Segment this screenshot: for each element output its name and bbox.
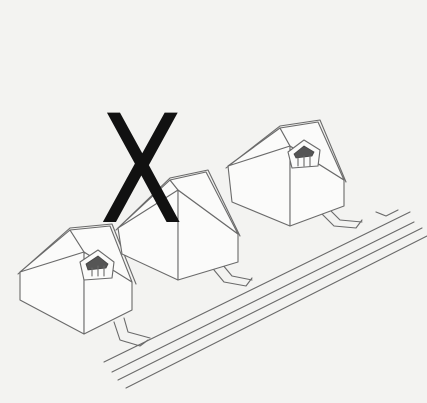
dormer-left [79, 249, 115, 281]
house-middle [115, 169, 241, 281]
dormer-right [287, 139, 321, 169]
walkways [113, 209, 399, 347]
house-left [17, 223, 137, 335]
house-right [225, 119, 347, 227]
x-mark: X [99, 84, 184, 258]
street [103, 211, 427, 389]
